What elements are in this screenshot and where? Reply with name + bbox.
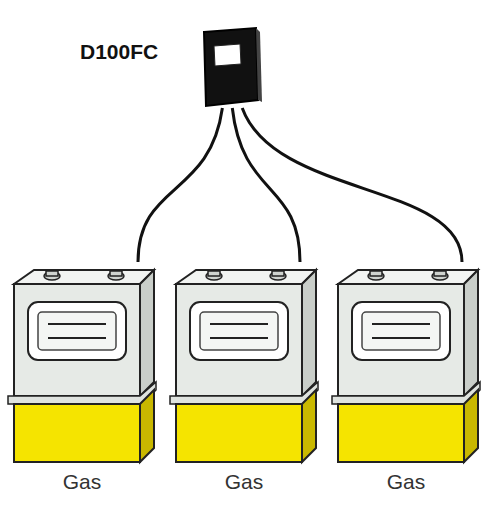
controller-illustration (196, 26, 262, 108)
gas-meter-illustration (166, 262, 322, 467)
meter-label: Gas (166, 470, 322, 494)
gas-meter: Gas (328, 262, 484, 502)
gas-meter: Gas (166, 262, 322, 502)
signal-wire (242, 108, 462, 262)
signal-wire (138, 108, 222, 262)
meter-label: Gas (328, 470, 484, 494)
device-name: D100FC (80, 40, 158, 64)
gas-meter-illustration (328, 262, 484, 467)
gas-meter: Gas (4, 262, 160, 502)
gas-meter-illustration (4, 262, 160, 467)
controller-unit: D100FC (80, 26, 265, 108)
signal-wire (232, 108, 300, 262)
meter-label: Gas (4, 470, 160, 494)
